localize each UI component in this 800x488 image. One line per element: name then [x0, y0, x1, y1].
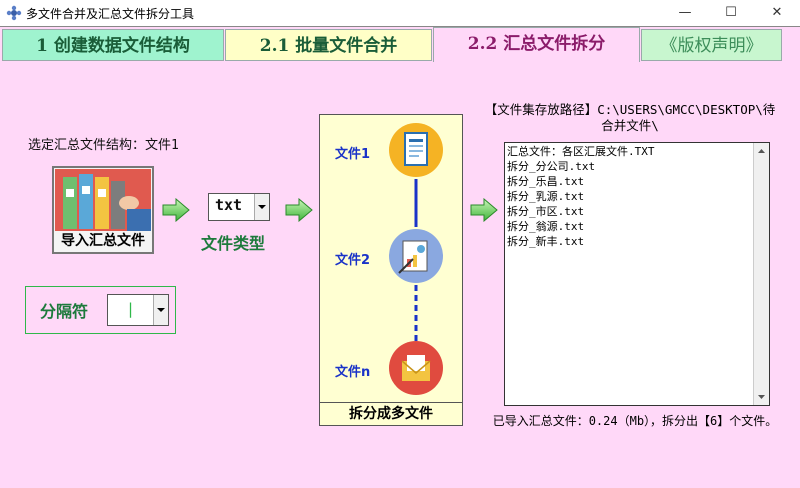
file-type-value: txt: [215, 196, 243, 214]
report-icon: [389, 229, 443, 283]
scroll-up-icon[interactable]: [758, 149, 765, 153]
tab-copyright[interactable]: 《版权声明》: [641, 29, 782, 61]
vertical-scrollbar[interactable]: [753, 143, 769, 405]
window-title: 多文件合并及汇总文件拆分工具: [26, 7, 195, 21]
arrow-right-icon: [470, 198, 498, 222]
binders-image: [55, 169, 151, 231]
separator-value: |: [126, 300, 136, 318]
tab-bar: 1 创建数据文件结构 2.1 批量文件合并 2.2 汇总文件拆分 《版权声明》: [0, 26, 800, 63]
tab-split-summary[interactable]: 2.2 汇总文件拆分: [433, 27, 640, 63]
tab-create-structure[interactable]: 1 创建数据文件结构: [2, 29, 224, 61]
chevron-down-icon[interactable]: [254, 194, 269, 220]
file-type-label: 文件类型: [201, 234, 266, 253]
file-type-select[interactable]: txt: [208, 193, 270, 221]
storage-path: 【文件集存放路径】C:\USERS\GMCC\DESKTOP\待合并文件\: [484, 102, 776, 133]
list-item[interactable]: 拆分_市区.txt: [507, 205, 585, 218]
maximize-button[interactable]: ☐: [725, 5, 737, 20]
status-text: 已导入汇总文件：0.24（Mb），拆分出【6】个文件。: [492, 414, 778, 428]
separator-label: 分隔符: [40, 302, 89, 321]
close-button[interactable]: ✕: [771, 5, 783, 20]
list-item[interactable]: 拆分_新丰.txt: [507, 235, 585, 248]
binders-icon: [55, 169, 151, 231]
separator-group: [25, 286, 176, 334]
import-summary-button[interactable]: 导入汇总文件: [52, 166, 154, 254]
split-file-label: 文件1: [335, 147, 371, 162]
arrow-right-icon: [285, 198, 313, 222]
tab-batch-merge[interactable]: 2.1 批量文件合并: [225, 29, 432, 61]
app-icon: [6, 5, 22, 21]
chevron-down-icon[interactable]: [153, 295, 168, 325]
list-item[interactable]: 拆分_翁源.txt: [507, 220, 585, 233]
split-file-label: 文件2: [335, 253, 371, 268]
list-item[interactable]: 拆分_分公司.txt: [507, 160, 596, 173]
title-bar: 多文件合并及汇总文件拆分工具 — ☐ ✕: [0, 0, 800, 27]
output-file-list[interactable]: 汇总文件：各区汇展文件.TXT 拆分_分公司.txt 拆分_乐昌.txt 拆分_…: [504, 142, 770, 406]
list-item[interactable]: 拆分_乳源.txt: [507, 190, 585, 203]
separator-select[interactable]: |: [107, 294, 169, 326]
mail-icon: [389, 341, 443, 395]
split-files-button[interactable]: 拆分成多文件: [320, 402, 462, 425]
connector-lines: [414, 179, 418, 343]
document-icon: [389, 123, 443, 177]
scroll-down-icon[interactable]: [758, 395, 765, 399]
list-item[interactable]: 拆分_乐昌.txt: [507, 175, 585, 188]
arrow-right-icon: [162, 198, 190, 222]
list-item[interactable]: 汇总文件：各区汇展文件.TXT: [507, 145, 655, 158]
split-file-label: 文件n: [335, 365, 371, 380]
import-button-label: 导入汇总文件: [61, 233, 145, 249]
split-panel: 文件1 文件2 文件n 拆分成多文件: [319, 114, 463, 426]
structure-label: 选定汇总文件结构：文件1: [28, 138, 179, 153]
minimize-button[interactable]: —: [678, 5, 692, 20]
